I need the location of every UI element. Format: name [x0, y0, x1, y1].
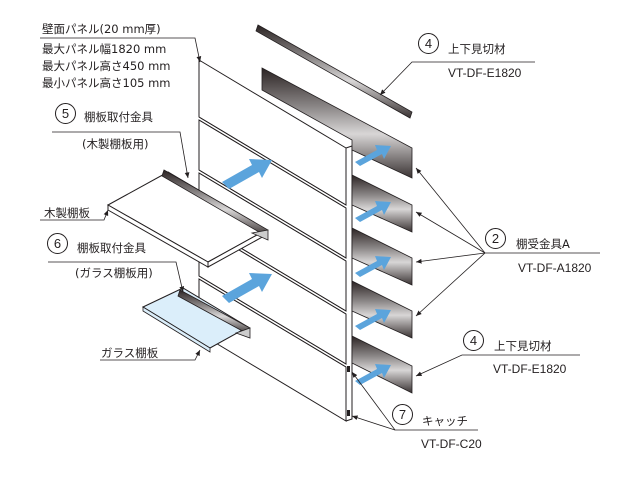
- arrow-icon: [355, 145, 391, 166]
- rail-name: 棚受金具A: [516, 237, 570, 251]
- edge-bottom-code: VT-DF-E1820: [493, 362, 567, 376]
- rail-code: VT-DF-A1820: [518, 261, 592, 275]
- catch-name: キャッチ: [422, 414, 468, 428]
- callout-number-7: 7: [392, 404, 413, 425]
- arrow-icon: [355, 201, 391, 222]
- wood-shelf: [106, 169, 269, 268]
- edge-top-code: VT-DF-E1820: [448, 66, 522, 80]
- wall-panel-title: 壁面パネル(20 mm厚): [42, 22, 161, 36]
- edge-trim-top: [255, 24, 413, 119]
- edge-bottom-name: 上下見切材: [494, 339, 552, 353]
- callout-number-5: 5: [55, 103, 76, 124]
- catches: [347, 366, 350, 416]
- arrow-icon: [355, 256, 391, 277]
- glass-shelf-label: ガラス棚板: [101, 346, 159, 360]
- arrow-icon: [355, 309, 391, 330]
- bracket-wood-name: 棚板取付金具: [84, 110, 153, 124]
- edge-top-name: 上下見切材: [448, 42, 506, 56]
- wood-shelf-label: 木製棚板: [44, 206, 90, 220]
- callout-number-6: 6: [47, 233, 68, 254]
- wall-panel-min-height: 最小パネル高さ105 mm: [42, 76, 171, 90]
- wall-panel-max-width: 最大パネル幅1820 mm: [42, 42, 167, 56]
- arrow-icon: [222, 159, 272, 189]
- bracket-glass-name: 棚板取付金具: [77, 241, 146, 255]
- insertion-arrows: [222, 145, 391, 385]
- arrow-icon: [222, 273, 272, 303]
- wall-panel-max-height: 最大パネル高さ450 mm: [42, 59, 171, 73]
- wall-panels: [198, 59, 353, 422]
- arrow-icon: [355, 364, 391, 385]
- bracket-wood-sub: (木製棚板用): [82, 137, 149, 151]
- catch-code: VT-DF-C20: [421, 437, 482, 451]
- rail-1: [261, 67, 413, 179]
- bracket-glass-sub: (ガラス棚板用): [75, 266, 153, 280]
- leader-lines: [40, 37, 600, 431]
- glass-shelf: [141, 287, 251, 353]
- callout-number-2: 2: [485, 228, 506, 249]
- callout-number-4-top: 4: [418, 33, 439, 54]
- callout-number-4-bottom: 4: [463, 330, 484, 351]
